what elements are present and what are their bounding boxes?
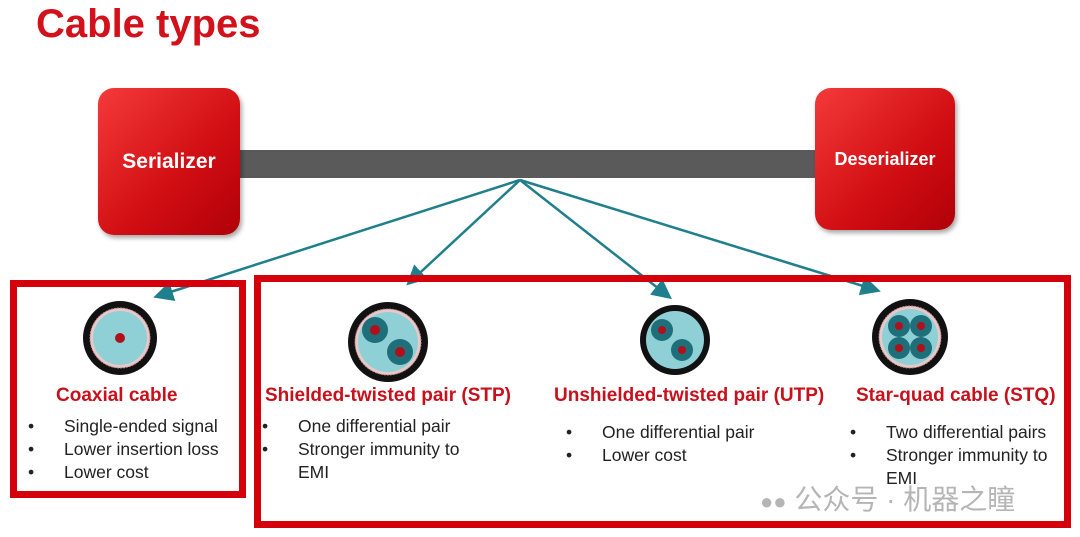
utp-cable-icon (640, 305, 710, 375)
cable-title-stp: Shielded-twisted pair (STP) (265, 385, 511, 406)
bullet: Lower insertion loss (28, 438, 219, 461)
stp-cable-icon (348, 302, 428, 382)
cable-title-stq: Star-quad cable (STQ) (856, 385, 1056, 406)
utp-bullets: One differential pair Lower cost (566, 421, 754, 467)
bullet: Stronger immunity to EMI (262, 438, 492, 484)
cable-title-coax: Coaxial cable (56, 385, 178, 406)
arrow-coax (153, 178, 521, 301)
slide-title: Cable types (36, 2, 261, 46)
bullet: One differential pair (262, 415, 492, 438)
cable-bar (238, 150, 818, 178)
coaxial-cable-icon (83, 301, 157, 375)
bullet: Lower cost (566, 444, 754, 467)
bullet: Single-ended signal (28, 415, 219, 438)
coax-bullets: Single-ended signal Lower insertion loss… (28, 415, 219, 484)
stp-bullets: One differential pair Stronger immunity … (262, 415, 492, 484)
wechat-icon: ●● (760, 489, 787, 514)
stq-bullets: Two differential pairs Stronger immunity… (850, 421, 1055, 490)
bullet: Two differential pairs (850, 421, 1055, 444)
bullet: Lower cost (28, 461, 219, 484)
watermark: ●● 公众号 · 机器之瞳 (760, 478, 1015, 518)
deserializer-block: Deserializer (815, 88, 955, 230)
stq-cable-icon (872, 299, 948, 375)
arrow-stq (519, 178, 881, 296)
serializer-block: Serializer (98, 88, 240, 235)
single-ended-group (10, 280, 246, 498)
watermark-text: 公众号 · 机器之瞳 (794, 484, 1016, 515)
bullet: Stronger immunity to EMI (850, 444, 1055, 490)
bullet: One differential pair (566, 421, 754, 444)
cable-title-utp: Unshielded-twisted pair (UTP) (554, 385, 825, 406)
arrow-stp (406, 179, 521, 286)
differential-group (254, 275, 1071, 528)
